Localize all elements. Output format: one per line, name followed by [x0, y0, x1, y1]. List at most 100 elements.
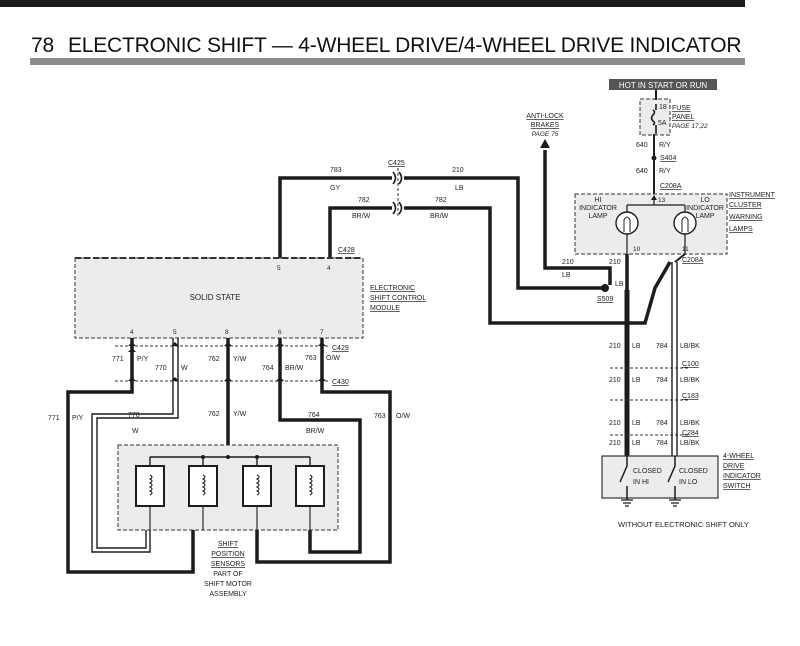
splice-s509	[601, 284, 609, 292]
cluster-arrow	[651, 195, 657, 200]
switch-label-4: SWITCH	[723, 483, 751, 490]
sensor-1	[135, 465, 165, 507]
connector-c100: C100	[682, 361, 699, 368]
c430-pin-771	[128, 377, 136, 381]
cluster-pin-13: 13	[658, 197, 666, 204]
wire-783-color: GY	[330, 185, 340, 192]
fuse-label-1: FUSE	[672, 105, 691, 112]
wire-210-top-color: LB	[455, 185, 464, 192]
cluster-internal-feed	[626, 196, 686, 213]
wire-640-color-b: R/Y	[659, 168, 671, 175]
wire-771b-num: 771	[48, 415, 60, 422]
sensors-label-5: SHIFT MOTOR	[204, 581, 252, 588]
inst-label-3: WARNING	[729, 214, 763, 221]
title-underline-bar	[30, 58, 745, 65]
switch-label-3: INDICATOR	[723, 473, 761, 480]
instrument-cluster-box	[574, 193, 728, 255]
wire-782a-num: 782	[358, 197, 370, 204]
c425-connector-bottom	[392, 201, 403, 215]
sensors-label-6: ASSEMBLY	[209, 591, 247, 598]
four-wheel-drive-switch-box	[601, 455, 719, 499]
switch-label-2: DRIVE	[723, 463, 745, 470]
sensor-4-coil	[308, 474, 313, 496]
page-number: 78	[31, 34, 54, 57]
connector-c430: C430	[332, 379, 349, 386]
wire-764-num: 764	[262, 365, 274, 372]
wire-784-top	[674, 253, 686, 263]
fuse-label-3: PAGE 17,22	[672, 123, 708, 130]
wire-764	[278, 338, 362, 554]
abs-label-2: BRAKES	[531, 122, 560, 129]
row4-lb: LB	[632, 440, 641, 447]
esc-label-1: ELECTRONIC	[370, 285, 415, 292]
row2-210: 210	[609, 377, 621, 384]
row2-lbbk: LB/BK	[680, 377, 700, 384]
hi-lamp-filament	[623, 216, 631, 232]
sensors-label-1: SHIFT	[218, 541, 239, 548]
row3-lbbk: LB/BK	[680, 420, 700, 427]
wire-762b-num: 762	[208, 411, 220, 418]
wire-764b-num: 764	[308, 412, 320, 419]
wire-210-mid-color: LB	[562, 272, 571, 279]
c425-connector-top	[392, 171, 403, 185]
switch-hi	[619, 456, 628, 500]
row4-lbbk: LB/BK	[680, 440, 700, 447]
c429-pin-770	[171, 342, 179, 346]
page-title-text: ELECTRONIC SHIFT — 4-WHEEL DRIVE/4-WHEEL…	[67, 34, 742, 57]
wire-210-top-num: 210	[452, 167, 464, 174]
hi-lamp-label-2: INDICATOR	[579, 205, 617, 212]
wire-762-color: Y/W	[233, 356, 247, 363]
wire-771	[66, 338, 195, 574]
c430-pin-764	[276, 377, 284, 381]
splice-s404-label: S404	[660, 155, 676, 162]
hi-indicator-lamp	[615, 211, 639, 235]
fuse-number: 18	[659, 104, 667, 111]
wire-771-color: P/Y	[137, 356, 149, 363]
hi-lamp-label-1: HI	[595, 197, 602, 204]
wire-782a-color: BR/W	[352, 213, 371, 220]
sensor-3	[242, 465, 272, 507]
wire-771-num: 771	[112, 356, 124, 363]
switch-label-1: 4-WHEEL	[723, 453, 754, 460]
bus-node-1	[201, 455, 205, 459]
connector-c429: C429	[332, 345, 349, 352]
sensor-2	[188, 465, 218, 507]
wire-783	[278, 176, 392, 258]
closed-lo-1: CLOSED	[679, 468, 708, 475]
ground-hi	[621, 499, 633, 507]
fuse-box	[639, 98, 671, 136]
module-top-pin-5: 5	[277, 265, 281, 272]
row3-lb: LB	[632, 420, 641, 427]
row4-784: 784	[656, 440, 668, 447]
connector-c208a-top: C208A	[660, 183, 682, 190]
connector-c425: C425	[388, 160, 405, 167]
wire-762b-color: Y/W	[233, 411, 247, 418]
row1-784: 784	[656, 343, 668, 350]
esc-label-2: SHIFT CONTROL	[370, 295, 426, 302]
wire-783-num: 783	[330, 167, 342, 174]
wire-640-num-a: 640	[636, 142, 648, 149]
row2-lb: LB	[632, 377, 641, 384]
c430-pin-763	[318, 377, 326, 381]
footnote: WITHOUT ELECTRONIC SHIFT ONLY	[618, 520, 749, 529]
ground-lo	[669, 499, 681, 507]
wire-764b-color: BR/W	[306, 428, 325, 435]
module-bottom-pin-4: 4	[130, 329, 134, 336]
wire-770b-color: W	[132, 428, 139, 435]
fuse-element	[650, 104, 657, 134]
wire-782b-color: BR/W	[430, 213, 449, 220]
lo-lamp-label-2: INDICATOR	[686, 205, 724, 212]
wire-762-num: 762	[208, 356, 220, 363]
sensors-label-2: POSITION	[211, 551, 244, 558]
switch-lo	[667, 456, 676, 500]
bus-node-2	[226, 455, 230, 459]
hot-label-bg	[609, 79, 717, 90]
wire-763b-color: O/W	[396, 413, 410, 420]
sensors-label-4: PART OF	[213, 571, 243, 578]
abs-label-1: ANTI-LOCK	[526, 113, 564, 120]
wire-763-color: O/W	[326, 355, 340, 362]
lo-lamp-label-1: LO	[700, 197, 710, 204]
row4-210: 210	[609, 440, 621, 447]
wire-210-mid-num: 210	[562, 259, 574, 266]
